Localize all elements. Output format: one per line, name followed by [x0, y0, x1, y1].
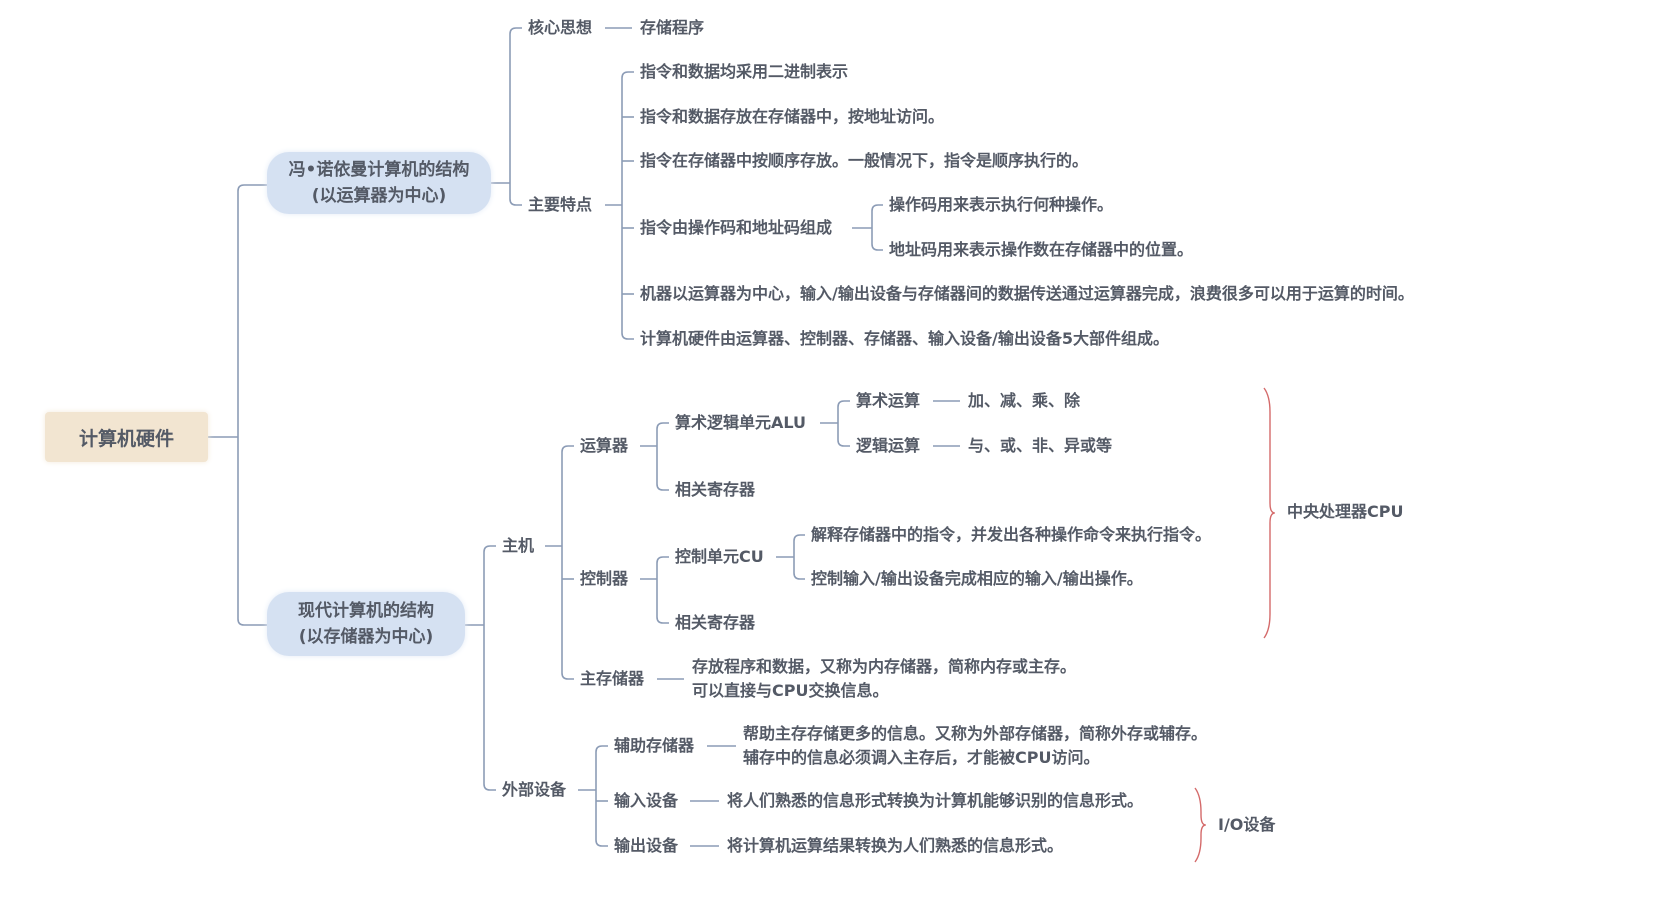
von-neumann-node[interactable]: 冯•诺依曼计算机的结构 (以运算器为中心) — [267, 152, 491, 214]
io-brace — [1194, 787, 1206, 863]
feature-item[interactable]: 指令和数据存放在存储器中，按地址访问。 — [640, 107, 945, 126]
aux-memory-desc-line: 帮助主存存储更多的信息。又称为外部存储器，简称外存或辅存。 — [743, 724, 1208, 743]
main-memory-desc-line: 存放程序和数据，又称为内存储器，简称内存或主存。 — [692, 657, 1077, 676]
alu-unit-node[interactable]: 运算器 — [580, 436, 629, 455]
aux-memory-desc[interactable]: 帮助主存存储更多的信息。又称为外部存储器，简称外存或辅存。 辅存中的信息必须调入… — [743, 722, 1207, 770]
control-unit-node[interactable]: 控制器 — [580, 569, 629, 588]
aux-memory-desc-line: 辅存中的信息必须调入主存后，才能被CPU访问。 — [743, 748, 1100, 767]
cpu-brace — [1263, 387, 1275, 639]
instruction-part[interactable]: 操作码用来表示执行何种操作。 — [889, 195, 1114, 214]
connector-line — [793, 572, 805, 580]
connector-line — [656, 556, 669, 564]
output-device-desc[interactable]: 将计算机运算结果转换为人们熟悉的信息形式。 — [727, 836, 1064, 855]
connector-line — [595, 839, 608, 847]
feature-item[interactable]: 指令由操作码和地址码组成 — [640, 218, 833, 237]
connector-line — [656, 483, 669, 491]
modern-subtitle: (以存储器为中心) — [298, 627, 434, 647]
core-idea-value[interactable]: 存储程序 — [640, 18, 705, 37]
core-idea-node[interactable]: 核心思想 — [528, 18, 593, 37]
alu-registers-node[interactable]: 相关寄存器 — [675, 480, 756, 499]
cpu-label[interactable]: 中央处理器CPU — [1287, 502, 1404, 521]
alu-node[interactable]: 算术逻辑单元ALU — [675, 413, 807, 432]
arith-value[interactable]: 加、减、乘、除 — [968, 391, 1081, 410]
connector-line — [237, 184, 267, 192]
connector-line — [656, 422, 669, 430]
cu-item[interactable]: 控制输入/输出设备完成相应的输入/输出操作。 — [811, 569, 1143, 588]
connector-line — [871, 243, 883, 251]
feature-item[interactable]: 机器以运算器为中心，输入/输出设备与存储器间的数据传送通过运算器完成，浪费很多可… — [640, 284, 1414, 303]
main-memory-desc-line: 可以直接与CPU交换信息。 — [692, 681, 889, 700]
aux-memory-node[interactable]: 辅助存储器 — [614, 736, 695, 755]
input-device-desc[interactable]: 将人们熟悉的信息形式转换为计算机能够识别的信息形式。 — [727, 791, 1144, 810]
modern-node[interactable]: 现代计算机的结构 (以存储器为中心) — [267, 592, 465, 656]
modern-title: 现代计算机的结构 — [298, 601, 434, 621]
connector-line — [509, 198, 522, 206]
connector-line — [561, 445, 574, 453]
peripherals-node[interactable]: 外部设备 — [502, 780, 567, 799]
von-neumann-title: 冯•诺依曼计算机的结构 — [288, 160, 470, 180]
main-memory-desc[interactable]: 存放程序和数据，又称为内存储器，简称内存或主存。 可以直接与CPU交换信息。 — [692, 655, 1076, 703]
feature-item[interactable]: 指令在存储器中按顺序存放。一般情况下，指令是顺序执行的。 — [640, 151, 1089, 170]
host-node[interactable]: 主机 — [502, 536, 535, 555]
io-label[interactable]: I/O设备 — [1218, 815, 1276, 834]
connector-line — [595, 745, 608, 753]
features-node[interactable]: 主要特点 — [528, 195, 593, 214]
connector-line — [871, 204, 883, 212]
von-neumann-subtitle: (以运算器为中心) — [311, 186, 447, 206]
connector-line — [483, 545, 496, 553]
connector-line — [656, 616, 669, 624]
connector-line — [621, 71, 634, 79]
input-device-node[interactable]: 输入设备 — [614, 791, 679, 810]
logic-node[interactable]: 逻辑运算 — [856, 436, 921, 455]
main-memory-node[interactable]: 主存储器 — [580, 669, 645, 688]
connector-line — [793, 534, 805, 542]
connector-line — [837, 439, 850, 447]
cu-item[interactable]: 解释存储器中的指令，并发出各种操作命令来执行指令。 — [811, 525, 1212, 544]
root-node[interactable]: 计算机硬件 — [45, 412, 208, 462]
cu-registers-node[interactable]: 相关寄存器 — [675, 613, 756, 632]
root-label: 计算机硬件 — [78, 427, 174, 450]
connector-line — [621, 332, 634, 340]
connector-line — [561, 672, 574, 680]
connector-line — [237, 618, 267, 626]
cu-node[interactable]: 控制单元CU — [675, 547, 764, 566]
instruction-part[interactable]: 地址码用来表示操作数在存储器中的位置。 — [889, 240, 1194, 259]
connector-line — [509, 27, 522, 35]
connector-line — [837, 400, 850, 408]
arith-node[interactable]: 算术运算 — [856, 391, 921, 410]
connector-line — [483, 783, 496, 791]
logic-value[interactable]: 与、或、非、异或等 — [968, 436, 1113, 455]
output-device-node[interactable]: 输出设备 — [614, 836, 679, 855]
feature-item[interactable]: 指令和数据均采用二进制表示 — [640, 62, 849, 81]
feature-item[interactable]: 计算机硬件由运算器、控制器、存储器、输入设备/输出设备5大部件组成。 — [640, 329, 1169, 348]
